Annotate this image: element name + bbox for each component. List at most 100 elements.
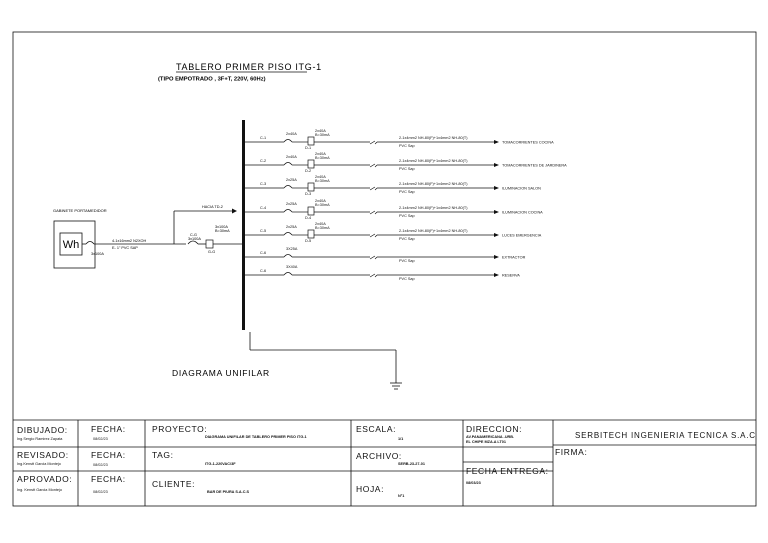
circuit-cable-spec: 2-1x4mm2 NH-80(F)+1x4mm2 NH-80(T) bbox=[399, 136, 468, 140]
diagram-subtitle: (TIPO EMPOTRADO , 3F+T, 220V, 60Hz) bbox=[158, 77, 266, 83]
circuit-breaker-symbol bbox=[283, 232, 293, 236]
circuit-arrow bbox=[494, 140, 499, 144]
circuit-load-label: LUCES EMERGENCIA bbox=[502, 234, 542, 238]
circuit-differential bbox=[307, 206, 315, 216]
circuit-breaker-symbol bbox=[283, 254, 293, 258]
circuit-load-label: RESERVA bbox=[502, 274, 520, 278]
aprovado-label: APROVADO: bbox=[17, 474, 73, 484]
fecha-label-1: FECHA: bbox=[91, 424, 126, 434]
circuit-switch-mark bbox=[369, 255, 378, 260]
archivo-value: SERB-23-27-01 bbox=[398, 462, 426, 466]
cliente-value: BAR DE PIURA S.A.C.S bbox=[207, 490, 250, 494]
meter-cabinet bbox=[53, 220, 96, 269]
circuit-breaker-symbol bbox=[283, 185, 293, 189]
circuit-diff-id: D-3 bbox=[305, 192, 311, 196]
circuit-conduit: PVC Sap bbox=[399, 214, 415, 218]
circuit-diff-rating: 2x40A bbox=[315, 199, 326, 203]
tag-label: TAG: bbox=[152, 450, 174, 460]
circuit-switch-mark bbox=[369, 233, 378, 238]
circuit-conduit: PVC Sap bbox=[399, 144, 415, 148]
archivo-label: ARCHIVO: bbox=[356, 451, 402, 461]
main-breaker-bottom-label: G-G bbox=[208, 250, 215, 254]
circuit-switch-mark bbox=[369, 140, 378, 145]
dibujado-name: Ing.Sergio Ramirez Zapata bbox=[17, 437, 63, 441]
circuit-id: C-6 bbox=[260, 269, 266, 273]
circuit-diff-sensitivity: B=30mA bbox=[315, 203, 330, 207]
busbar bbox=[242, 120, 245, 330]
circuit-load-label: EXTRACTOR bbox=[502, 256, 526, 260]
fecha-label-2: FECHA: bbox=[91, 450, 126, 460]
circuit-conduit: PVC Sap bbox=[399, 237, 415, 241]
escala-value: 1/1 bbox=[398, 437, 404, 441]
circuit-conduit: PVC Sap bbox=[399, 190, 415, 194]
circuit-differential bbox=[307, 159, 315, 169]
circuit-differential bbox=[307, 229, 315, 239]
circuit-cable-spec: 2-1x4mm2 NH-80(F)+1x4mm2 NH-80(T) bbox=[399, 182, 468, 186]
circuit-arrow bbox=[494, 210, 499, 214]
main-breaker-rating: 3x100A bbox=[188, 237, 201, 241]
circuit-switch-mark bbox=[369, 163, 378, 168]
circuit-cable-spec: 2-1x4mm2 NH-80(F)+1x4mm2 NH-80(T) bbox=[399, 229, 468, 233]
meter-symbol: Wh bbox=[63, 239, 80, 251]
circuit-diff-sensitivity: B=30mA bbox=[315, 179, 330, 183]
fecha-value-1: 08/02/23 bbox=[93, 437, 108, 441]
circuit-id: C-2 bbox=[260, 159, 266, 163]
escala-label: ESCALA: bbox=[356, 424, 397, 434]
circuit-arrow bbox=[494, 233, 499, 237]
diagram-title: TABLERO PRIMER PISO ITG-1 bbox=[176, 62, 322, 72]
circuit-load-label: TOMACORRIENTES DE JARDINERA bbox=[502, 164, 567, 168]
circuit-load-label: ILUMINACION COCINA bbox=[502, 211, 543, 215]
circuit-diff-sensitivity: B=30mA bbox=[315, 226, 330, 230]
circuit-id: C-1 bbox=[260, 136, 266, 140]
td2-arrow bbox=[232, 208, 237, 214]
circuit-switch-mark bbox=[369, 273, 378, 278]
circuit-arrow bbox=[494, 163, 499, 167]
meter-breaker-symbol bbox=[85, 241, 95, 245]
circuit-diff-id: D-4 bbox=[305, 216, 311, 220]
meter-cabinet-label: GABINETE PORTAMEDIDOR bbox=[53, 208, 107, 213]
revisado-label: REVISADO: bbox=[17, 450, 69, 460]
hoja-label: HOJA: bbox=[356, 484, 385, 494]
circuit-breaker-rating: 2x40A bbox=[286, 132, 297, 136]
circuit-breaker-symbol bbox=[283, 272, 293, 276]
circuit-switch-mark bbox=[369, 210, 378, 215]
circuit-cable-spec: 2-1x4mm2 NH-80(F)+1x4mm2 NH-80(T) bbox=[399, 159, 468, 163]
fecha-entrega-label: FECHA ENTREGA: bbox=[466, 466, 549, 476]
td2-label: HACIA TD-2 bbox=[202, 205, 223, 209]
revisado-name: Ing.Kenstt Garcia Montejo bbox=[17, 462, 61, 466]
circuit-breaker-rating: 3X25A bbox=[286, 247, 298, 251]
circuit-differential bbox=[307, 182, 315, 192]
circuit-diff-rating: 2x40A bbox=[315, 222, 326, 226]
feeder-conduit: E- 1" PVC SAP bbox=[112, 246, 138, 250]
fecha-value-3: 08/02/23 bbox=[93, 490, 108, 494]
proyecto-label: PROYECTO: bbox=[152, 424, 208, 434]
circuit-diff-id: D-5 bbox=[305, 239, 311, 243]
circuit-diff-sensitivity: B=30mA bbox=[315, 133, 330, 137]
main-diff-rating: 3x100A bbox=[215, 225, 228, 229]
circuit-load-label: ILUMINACION SALON bbox=[502, 187, 541, 191]
circuit-conduit: PVC Sap bbox=[399, 167, 415, 171]
sheet-border bbox=[12, 31, 757, 507]
dibujado-label: DIBUJADO: bbox=[17, 425, 68, 435]
circuit-differential bbox=[307, 136, 315, 146]
circuit-breaker-rating: 2x25A bbox=[286, 225, 297, 229]
direccion-line-1: AV.PANAMERICANA -URB. bbox=[466, 435, 515, 439]
fecha-entrega-value: 08/03/23 bbox=[466, 481, 481, 485]
fecha-label-3: FECHA: bbox=[91, 474, 126, 484]
circuit-breaker-rating: 2x25A bbox=[286, 202, 297, 206]
direccion-label: DIRECCION: bbox=[466, 424, 523, 434]
fecha-value-2: 08/02/23 bbox=[93, 463, 108, 467]
circuit-id: C-3 bbox=[260, 182, 266, 186]
tag-value: ITG-1-220VAC/3F bbox=[205, 462, 236, 466]
meter-breaker-rating: 3x100A bbox=[91, 252, 104, 256]
circuit-load-label: TOMACORRIENTES COCINA bbox=[502, 141, 554, 145]
main-diff-sensitivity: B=30mA bbox=[215, 229, 230, 233]
circuit-id: C-6 bbox=[260, 251, 266, 255]
feeder-cable: 4-1x16mm2 N2XOH bbox=[112, 239, 146, 243]
circuit-id: C-5 bbox=[260, 229, 266, 233]
cliente-label: CLIENTE: bbox=[152, 479, 196, 489]
proyecto-value: DIAGRAMA UNIFILAR DE TABLERO PRIMER PISO… bbox=[205, 435, 307, 439]
circuit-conduit: PVC Sap bbox=[399, 277, 415, 281]
direccion-line-2: EL CHIPE MZA.A LT01 bbox=[466, 440, 507, 444]
